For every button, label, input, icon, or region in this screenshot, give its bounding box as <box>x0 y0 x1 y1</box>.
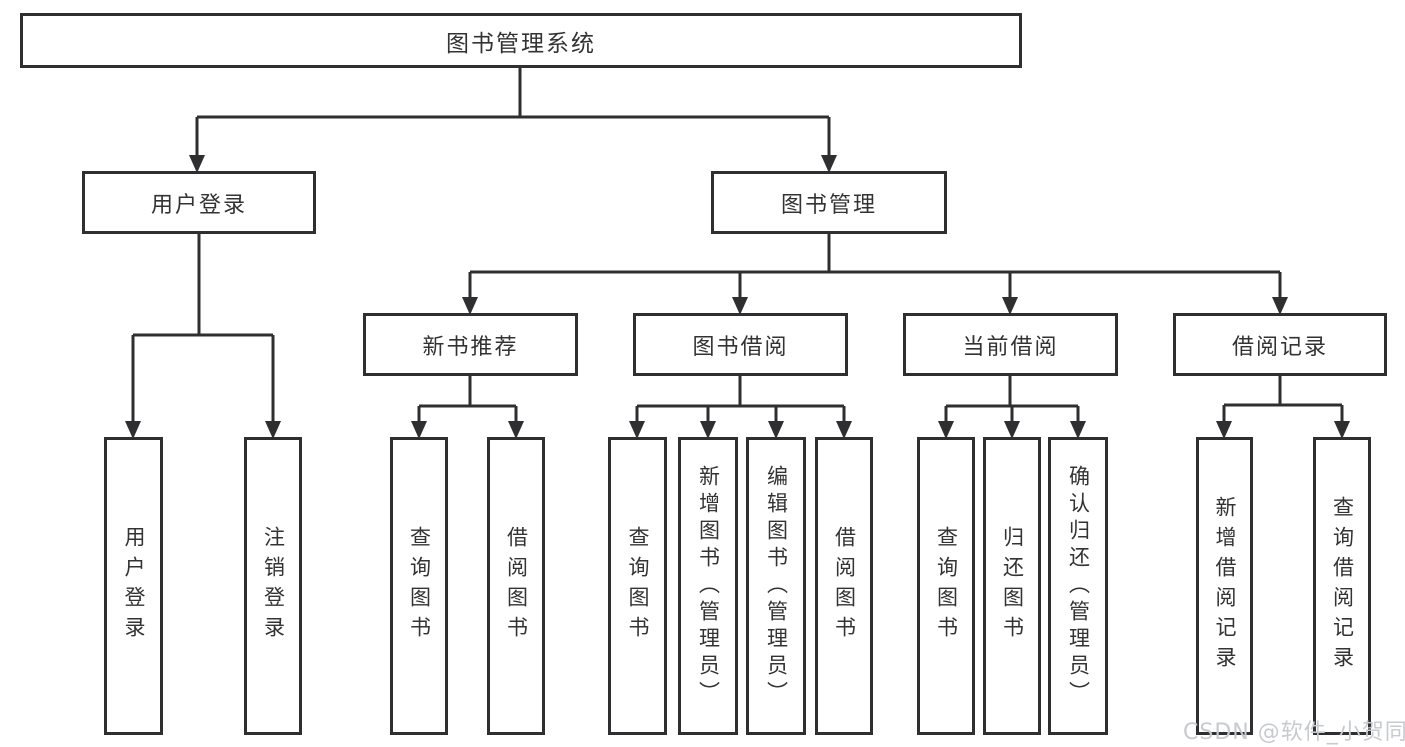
leaf-label: 编辑图书（管理员） <box>764 464 789 708</box>
edge-userlogin-to-leaves <box>131 234 275 423</box>
leaf-label: 注销登录 <box>261 526 286 646</box>
node-library-system: 图书管理系统 <box>20 13 1022 68</box>
leaf-label: 新增图书（管理员） <box>696 464 721 708</box>
edge-root-to-level2 <box>195 68 831 157</box>
leaf-logout: 注销登录 <box>244 437 302 735</box>
leaf-borrow-books-borrowing: 借阅图书 <box>815 437 873 735</box>
leaf-return-books: 归还图书 <box>983 437 1041 735</box>
leaf-label: 借阅图书 <box>504 526 529 646</box>
leaf-edit-books-admin: 编辑图书（管理员） <box>746 437 806 735</box>
leaf-label: 查询图书 <box>934 526 959 646</box>
node-book-management: 图书管理 <box>711 171 947 234</box>
edge-bookborrow-to-leaves <box>635 376 846 423</box>
leaf-query-borrow-record: 查询借阅记录 <box>1313 437 1371 735</box>
leaf-label: 查询图书 <box>626 526 650 646</box>
node-new-book-recommend: 新书推荐 <box>363 313 578 376</box>
node-book-borrowing: 图书借阅 <box>633 313 848 376</box>
leaf-query-books-current: 查询图书 <box>917 437 975 735</box>
edge-records-to-leaves <box>1222 376 1344 423</box>
leaf-label: 新增借阅记录 <box>1213 496 1237 676</box>
node-current-borrowing: 当前借阅 <box>903 313 1118 376</box>
leaf-confirm-return-admin: 确认归还（管理员） <box>1048 437 1108 735</box>
leaf-add-borrow-record: 新增借阅记录 <box>1196 437 1253 735</box>
leaf-query-books-borrowing: 查询图书 <box>608 437 667 735</box>
leaf-label: 确认归还（管理员） <box>1066 464 1091 708</box>
leaf-label: 借阅图书 <box>832 526 857 646</box>
edge-currentborrow-to-leaves <box>944 376 1080 423</box>
leaf-user-login: 用户登录 <box>104 437 163 735</box>
node-borrowing-records: 借阅记录 <box>1173 313 1387 376</box>
csdn-watermark: CSDN @软件_小贺同学 <box>1183 720 1405 745</box>
leaf-query-books-newbook: 查询图书 <box>390 437 448 735</box>
leaf-borrow-books-newbook: 借阅图书 <box>487 437 545 735</box>
leaf-label: 用户登录 <box>122 526 146 646</box>
leaf-add-books-admin: 新增图书（管理员） <box>678 437 738 735</box>
node-user-login: 用户登录 <box>82 171 316 234</box>
leaf-label: 查询借阅记录 <box>1330 496 1355 676</box>
leaf-label: 查询图书 <box>407 526 432 646</box>
edge-bookmgmt-to-level3 <box>468 234 1282 299</box>
edge-newbooks-to-leaves <box>417 376 518 423</box>
leaf-label: 归还图书 <box>1000 526 1025 646</box>
